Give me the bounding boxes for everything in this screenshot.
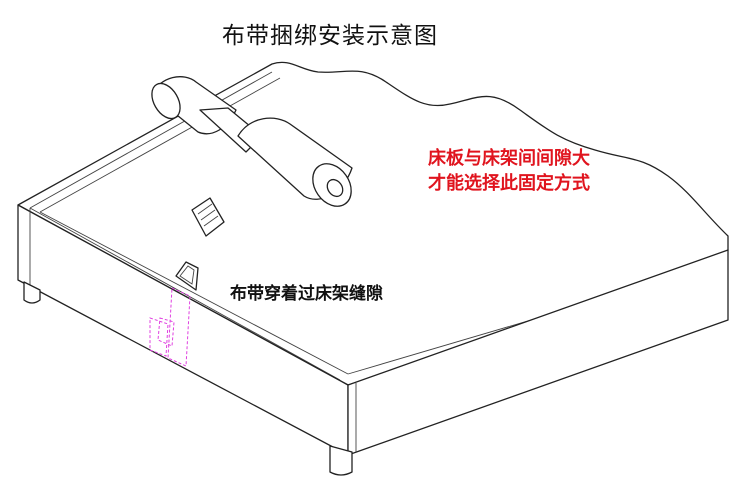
bed-frame-right-face — [347, 249, 729, 456]
frame-rail-inner-line — [29, 71, 281, 213]
strap-buckle-gap — [175, 261, 199, 291]
gap-requirement-line-2: 才能选择此固定方式 — [428, 173, 590, 194]
strap-note: 布带穿着过床架缝隙 — [230, 284, 383, 304]
gap-requirement-note: 床板与床架间间隙大 才能选择此固定方式 — [428, 146, 590, 196]
bed-leg-left — [23, 281, 41, 304]
strap-buckle-top — [191, 197, 225, 237]
frame-rail-front-inner — [29, 207, 349, 381]
diagram-title: 布带捆绑安装示意图 — [222, 23, 438, 49]
roller-tool — [151, 76, 353, 207]
strap-through-gap — [149, 287, 191, 367]
mattress-top-surface — [17, 61, 729, 386]
gap-requirement-line-1: 床板与床架间间隙大 — [428, 148, 590, 169]
bed-leg-front — [329, 445, 353, 476]
